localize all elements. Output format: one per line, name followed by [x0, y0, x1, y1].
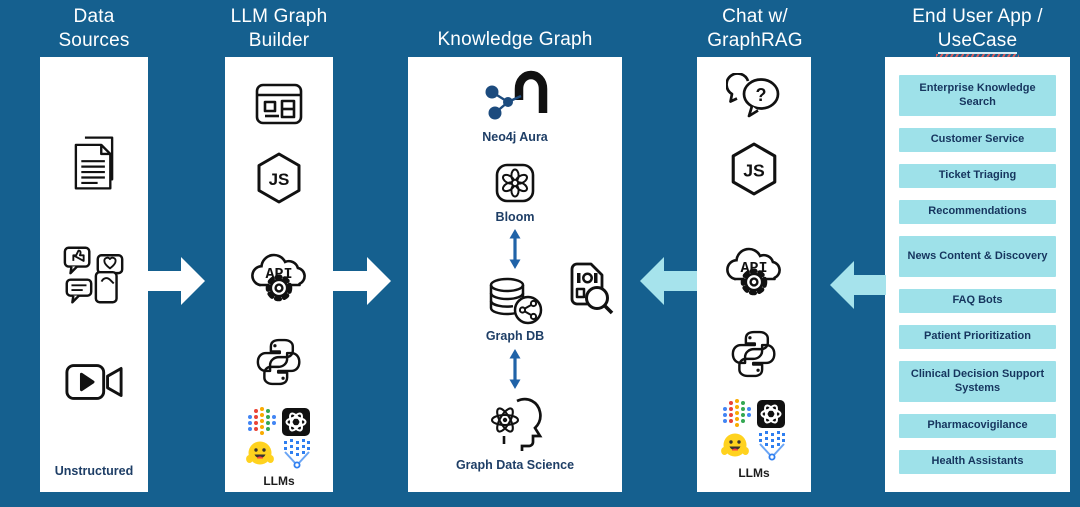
usecase-box: FAQ Bots: [899, 289, 1056, 313]
graph-db-icon: [487, 275, 543, 330]
usecase-box: Clinical Decision Support Systems: [899, 361, 1056, 402]
huggingface-icon: [246, 441, 274, 465]
llms-label: LLMs: [263, 474, 295, 488]
bloom-label: Bloom: [495, 210, 535, 224]
flow-arrow-left-1: [640, 256, 697, 311]
vector-index-icon: [284, 439, 310, 469]
title-line: End User App /: [912, 6, 1043, 27]
video-icon: [64, 361, 124, 408]
end-user-app-card: Enterprise Knowledge Search Customer Ser…: [885, 57, 1070, 492]
gemini-dots-icon: [248, 407, 276, 435]
gemini-dots-icon: [723, 399, 751, 427]
documents-icon: [65, 133, 123, 198]
usecase-underlined-text: UseCase: [937, 30, 1018, 54]
python-icon: [728, 328, 780, 385]
title-knowledge-graph: Knowledge Graph: [408, 28, 622, 52]
document-search-icon: [564, 261, 614, 320]
openai-icon: [757, 400, 785, 428]
llms-label: LLMs: [738, 466, 770, 480]
double-arrow-vertical: [507, 229, 523, 274]
graph-db-label: Graph DB: [485, 329, 545, 343]
usecase-box: News Content & Discovery: [899, 236, 1056, 277]
usecase-box: Ticket Triaging: [899, 164, 1056, 188]
llm-logos: [246, 407, 312, 474]
title-line: Chat w/: [722, 6, 788, 27]
web-app-icon: [255, 83, 303, 130]
title-line: LLM Graph: [230, 6, 328, 27]
usecase-box: Health Assistants: [899, 450, 1056, 474]
title-line: Sources: [58, 30, 130, 51]
chat-graphrag-card: ? JS API: [697, 57, 811, 492]
title-end-user-app: End User App / UseCase: [875, 5, 1080, 54]
usecase-box: Patient Prioritization: [899, 325, 1056, 349]
chat-question-icon: ?: [725, 72, 782, 126]
api-cloud-gear-icon: API: [723, 241, 785, 306]
title-line: UseCase: [875, 29, 1080, 54]
graph-data-science-label: Graph Data Science: [455, 458, 575, 472]
vector-index-icon: [759, 431, 785, 461]
api-text: API: [740, 260, 767, 277]
usecase-box: Enterprise Knowledge Search: [899, 75, 1056, 116]
js-text: JS: [743, 160, 765, 180]
neo4j-aura-label: Neo4j Aura: [482, 130, 548, 144]
title-data-sources: Data Sources: [20, 5, 168, 53]
usecase-box: Recommendations: [899, 200, 1056, 224]
social-engagement-icon: [62, 244, 126, 311]
usecase-box: Pharmacovigilance: [899, 414, 1056, 438]
title-chat-graphrag: Chat w/ GraphRAG: [680, 5, 830, 53]
title-line: Builder: [248, 30, 310, 51]
nodejs-icon: JS: [729, 142, 779, 201]
double-arrow-vertical: [507, 349, 523, 394]
title-line: GraphRAG: [707, 30, 803, 51]
js-text: JS: [269, 170, 290, 189]
python-icon: [253, 336, 305, 393]
openai-icon: [282, 408, 310, 436]
api-cloud-gear-icon: API: [248, 247, 310, 312]
flow-arrow-right-2: [333, 256, 392, 311]
usecase-box: Customer Service: [899, 128, 1056, 152]
flow-arrow-left-2: [830, 260, 886, 315]
llm-logos: [721, 399, 787, 466]
knowledge-graph-card: Neo4j Aura Bloom: [408, 57, 622, 492]
question-mark-text: ?: [756, 85, 767, 105]
neo4j-aura-logo: [481, 67, 549, 130]
flow-arrow-right-1: [148, 256, 206, 311]
api-text: API: [265, 266, 292, 283]
unstructured-label: Unstructured: [54, 464, 134, 478]
nodejs-icon: JS: [255, 152, 303, 209]
graph-data-science-icon: [487, 394, 543, 457]
data-sources-card: Unstructured: [40, 57, 148, 492]
title-llm-graph-builder: LLM Graph Builder: [205, 5, 353, 53]
bloom-icon: [494, 162, 536, 209]
title-line: Knowledge Graph: [437, 29, 593, 50]
title-line: Data: [73, 6, 115, 27]
huggingface-icon: [721, 433, 749, 457]
llm-graph-builder-card: JS API: [225, 57, 333, 492]
